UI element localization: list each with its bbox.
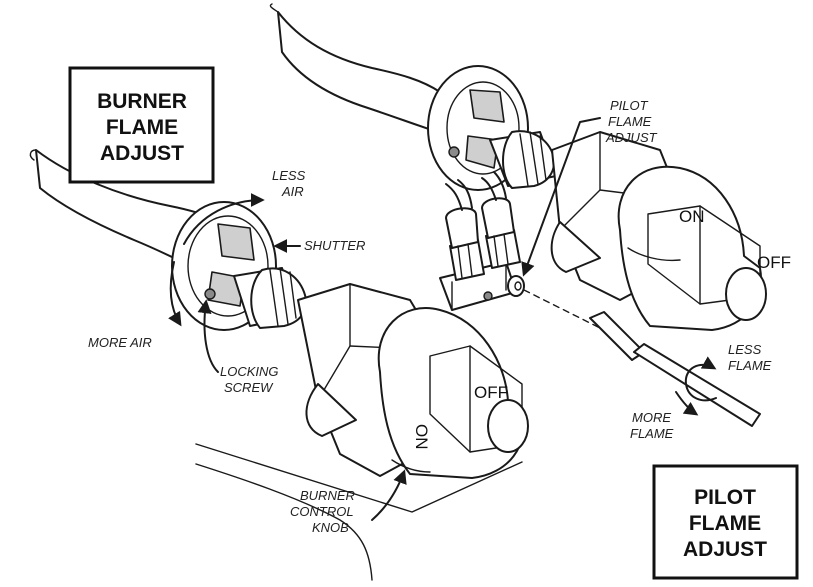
less-flame-label-line-2: FLAME [728,358,772,373]
locking-screw-leader [197,299,219,373]
pilot-adjust-screw[interactable] [507,275,525,297]
pilot-flame-adjust-callout: PILOT FLAME ADJUST [521,98,658,277]
more-flame-label-line-1: MORE [632,410,671,425]
burner-box-line-2: FLAME [106,116,178,139]
more-air-callout: MORE AIR [88,261,182,350]
screwdriver-shaft [633,343,761,427]
shutter-label: SHUTTER [304,238,365,253]
pilot-fittings [439,171,525,311]
locking-screw-callout: LOCKING SCREW [197,299,279,395]
pilot-callout-line-1: PILOT [610,98,649,113]
knob-callout-line-3: KNOB [312,520,349,535]
pilot-flame-adjust-box: PILOT FLAME ADJUST [652,464,799,580]
pilot-callout-line-3: ADJUST [605,130,658,145]
pilot-box-line-1: PILOT [694,486,756,509]
less-flame-label-line-1: LESS [728,342,762,357]
less-air-arrow [183,193,265,245]
less-air-label-line-1: LESS [272,168,306,183]
locking-screw[interactable] [204,288,216,300]
less-flame-callout: LESS FLAME [728,342,772,373]
more-air-arrow [168,261,182,327]
less-air-label-line-2: AIR [281,184,304,199]
pilot-callout-line-2: FLAME [608,114,652,129]
pilot-box-line-2: FLAME [689,512,761,535]
more-air-label: MORE AIR [88,335,152,350]
burner-flame-adjust-box: BURNER FLAME ADJUST [68,66,215,184]
more-flame-callout: MORE FLAME [630,410,674,441]
front-knob-off-label: OFF [474,383,508,402]
back-knob-on-label: ON [679,207,705,226]
front-burner-assembly [29,149,529,581]
back-knob-off-label: OFF [757,253,791,272]
knob-callout-leader [371,469,407,521]
pilot-callout-leader [521,117,601,277]
knob-callout-line-1: BURNER [300,488,355,503]
rotation-arrow-more-flame [675,391,699,416]
more-flame-label-line-2: FLAME [630,426,674,441]
pilot-box-line-3: ADJUST [683,538,767,561]
burner-control-knob-callout: BURNER CONTROL KNOB [290,469,407,535]
back-burner-assembly [269,3,767,331]
locking-screw-label-line-2: SCREW [224,380,274,395]
rotation-arrow-less-flame [684,356,717,402]
burner-box-line-3: ADJUST [100,142,184,165]
burner-box-line-1: BURNER [97,90,187,113]
knob-callout-line-2: CONTROL [290,504,354,519]
front-knob-on-label: ON [412,424,431,450]
less-air-callout: LESS AIR [183,168,306,245]
shutter-callout: SHUTTER [273,238,365,253]
screwdriver [523,289,761,427]
locking-screw-label-line-1: LOCKING [220,364,279,379]
